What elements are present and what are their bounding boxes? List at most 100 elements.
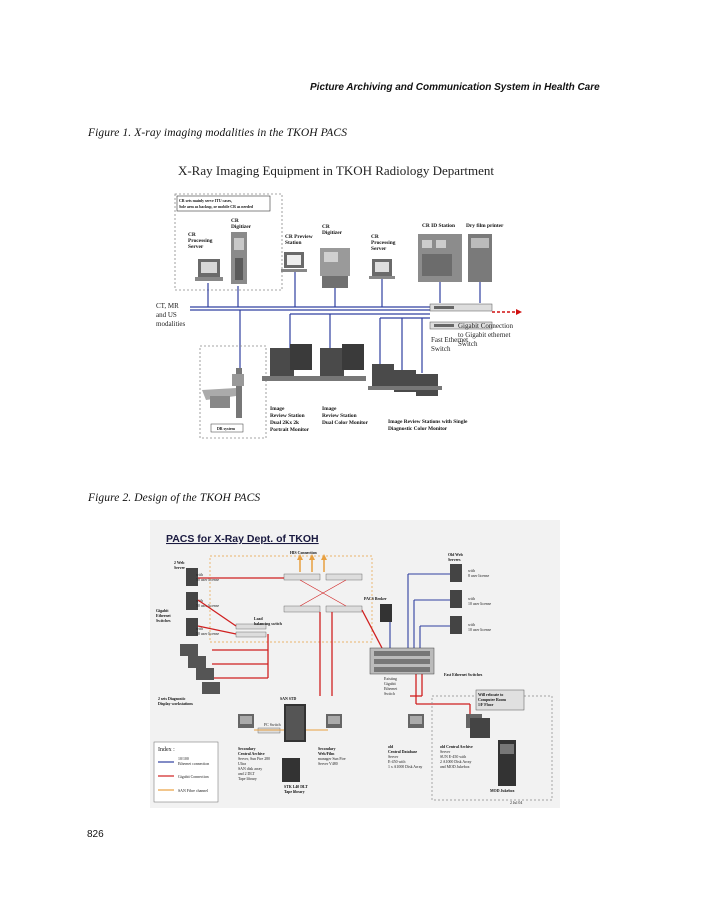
index-3-label: SAN Fibre channel [178, 789, 208, 793]
irs-1-label-b: Review Station [270, 413, 305, 419]
review-station-2-icon [314, 344, 366, 381]
stk-label-b: Tape library [284, 790, 305, 794]
old-arch-label-d: 2 A1000 Disk Array [440, 760, 472, 764]
cr-digitizer-2-label-a: CR [322, 224, 330, 230]
old-lic-3-b: 10 user license [468, 628, 491, 632]
sec-central-label-c: Server, Sun Fire 280 [238, 757, 270, 762]
gigabit-sw-label-c: Switches [156, 619, 171, 623]
old-room-label-a: Will relocate to [478, 693, 503, 697]
figure-1-caption: Figure 1. X-ray imaging modalities in th… [88, 127, 348, 139]
old-central-label-e: 1 x A1000 Disk Array [388, 765, 422, 769]
figure-2-diagram: PACS for X-Ray Dept. of TKOH HIS Connect… [150, 520, 560, 808]
cr-room-box [174, 193, 283, 291]
secondary-web-server-icon [326, 714, 342, 728]
web-lic-1-b: 50 user license [196, 578, 219, 582]
dr-system-icon [202, 368, 244, 418]
old-central-label-d: E-450 with [388, 760, 405, 764]
old-room-label-b: Computer Room [478, 698, 507, 702]
cr-digitizer-1-label-b: Digitizer [231, 224, 252, 230]
dr-room-box [199, 345, 267, 439]
gigabit-label-c: Switch [458, 340, 478, 348]
page-number: 826 [87, 829, 104, 840]
cr-id-station-label: CR ID Station [422, 223, 455, 229]
load-bal-label-a: Load [254, 617, 263, 621]
dry-film-printer-label: Dry film printer [466, 223, 504, 229]
web-server-2-icon [186, 592, 198, 610]
secondary-central-archive-icon [238, 714, 254, 728]
exist-gig-label-b: Gigabit [384, 682, 397, 686]
old-central-label-c: Server [388, 755, 399, 759]
fast-ethernet-links [389, 573, 450, 648]
old-lic-2-b: 10 user license [468, 602, 491, 606]
cr-id-station-icon [418, 234, 462, 282]
fast-eth-label-a: Fast Ethernet [431, 336, 468, 344]
cr-note-box [176, 195, 271, 212]
load-bal-label-b: balancing switch [254, 622, 283, 626]
his-arrows [299, 558, 325, 572]
stk-label-a: STK L40 DLT [284, 785, 308, 789]
figure-2-title: PACS for X-Ray Dept. of TKOH [166, 533, 319, 545]
modalities-label-b: and US [156, 311, 177, 319]
web-lic-3-a: with [196, 627, 203, 631]
dr-system-label: DR system [217, 427, 236, 431]
modalities-label-a: CT, MR [156, 302, 179, 310]
gigabit-sw-label-b: Ethernet [156, 614, 171, 618]
arrow-up-icon [321, 554, 327, 560]
cr-digitizer-2-icon [320, 248, 350, 288]
irs-1-label-a: Image [270, 406, 285, 412]
core-cross-links [299, 579, 347, 607]
index-2-label: Gigabit Connection [178, 775, 209, 779]
fc-switch-label: FC Switch [264, 723, 281, 727]
old-central-db-icon [408, 714, 424, 728]
review-station-1-icon [262, 344, 314, 381]
old-arch-label-e: and MOD Jukebox [440, 765, 470, 769]
sec-central-label-f: and 2 DLT [238, 772, 255, 776]
arrow-up-icon [297, 554, 303, 560]
web-server-3-icon [186, 618, 198, 636]
sec-central-label-d: Ultra [238, 762, 246, 766]
index-legend [153, 741, 219, 803]
exist-gig-label-d: Switch [384, 692, 395, 696]
old-web-server-3-icon [450, 616, 462, 634]
arrow-head-icon [516, 309, 522, 315]
index-title: Index : [158, 747, 175, 753]
diag-ws-label-b: Display workstations [158, 702, 193, 706]
sec-central-label-g: Tape library [238, 777, 257, 781]
gigabit-links [197, 577, 471, 714]
old-room-label-c: 1/F Floor [478, 703, 494, 707]
modalities-label-c: modalities [156, 320, 185, 328]
running-header: Picture Archiving and Communication Syst… [310, 82, 600, 93]
index-1-label-a: 10/100 [178, 757, 189, 761]
fast-eth-label-b: Switch [431, 345, 451, 353]
gigabit-label-b: to Gigabit ethernet [458, 331, 511, 339]
sec-central-label-a: Secondary [238, 747, 256, 751]
index-1-label-b: Ethernet connection [178, 762, 209, 766]
san-std-label: SAN STD [280, 697, 297, 701]
web-lic-1-a: with [196, 573, 203, 577]
arrow-up-icon [309, 554, 315, 560]
old-arch-label-a: old Central Archive [440, 745, 473, 749]
diagnostic-workstations-icon [180, 644, 220, 694]
old-lic-3-a: with [468, 623, 475, 627]
cr-proc-1-label-b: Processing [188, 238, 213, 244]
old-lic-1-b: 8 user license [468, 574, 489, 578]
irs-2-label-c: Dual Color Monitor [322, 420, 369, 426]
web-server-label-a: 2 Web [174, 561, 184, 565]
exist-gig-label-c: Ethernet [384, 687, 398, 691]
cr-digitizer-1-icon [231, 232, 247, 284]
sec-web-label-c: manager Sun Fire [318, 757, 346, 761]
irs-2-label-b: Review Station [322, 413, 357, 419]
core-switches-icon [283, 573, 363, 613]
old-lic-2-a: with [468, 597, 475, 601]
fast-ethernet-switch-stack-icon [369, 647, 435, 675]
cr-proc-server-1-icon [195, 259, 223, 281]
cr-proc-1-label-c: Server [188, 244, 204, 250]
sec-web-label-d: Server V480 [318, 762, 338, 766]
irs-1-label-c: Dual 2Kx 2k [270, 420, 299, 426]
sec-web-label-b: Web/Film [318, 752, 335, 756]
web-lic-3-b: 50 user license [196, 632, 219, 636]
cr-proc-2-label-b: Processing [371, 240, 396, 246]
fast-ethernet-switch-icon [429, 321, 493, 330]
figure-2-caption: Figure 2. Design of the TKOH PACS [88, 492, 261, 504]
old-room-note-box [475, 689, 525, 711]
